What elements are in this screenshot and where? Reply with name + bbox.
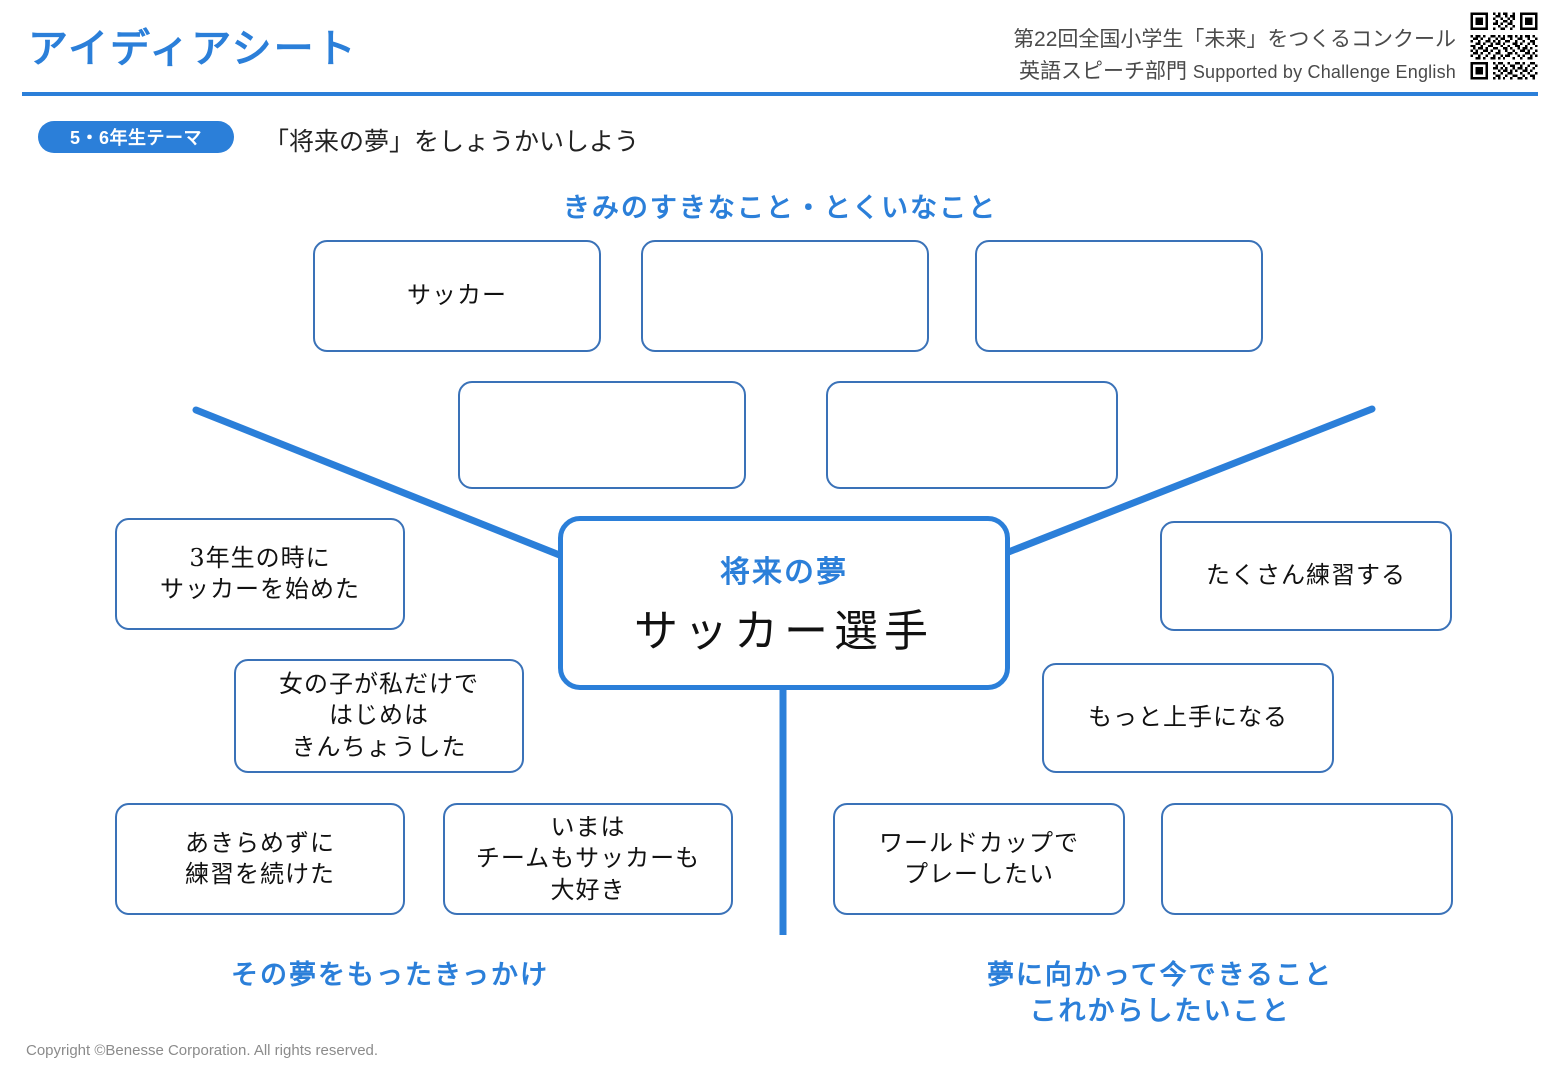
contest-category-label: 英語スピーチ部門 xyxy=(1018,59,1187,83)
connector-right-diagonal xyxy=(1002,405,1376,557)
dream-center-box[interactable]: 将来の夢 サッカー選手 xyxy=(558,516,1010,690)
like-box-3[interactable] xyxy=(975,240,1263,352)
goal-box-1[interactable]: たくさん練習する xyxy=(1160,521,1452,631)
caption-future-actions: 夢に向かって今できること これからしたいこと xyxy=(986,960,1334,1027)
trigger-box-3-text: あきらめずに 練習を続けた xyxy=(185,828,335,888)
theme-statement: 「将来の夢」をしょうかいしよう xyxy=(264,128,640,156)
like-box-4[interactable] xyxy=(458,381,746,489)
contest-category: 英語スピーチ部門 Supported by Challenge English xyxy=(1013,56,1456,88)
goal-box-4[interactable] xyxy=(1161,803,1453,915)
contest-name: 第22回全国小学生「未来」をつくるコンクール xyxy=(1013,28,1456,51)
contest-info: 第22回全国小学生「未来」をつくるコンクール 英語スピーチ部門 Supporte… xyxy=(1013,24,1456,87)
like-box-1[interactable]: サッカー xyxy=(313,240,601,352)
trigger-box-4[interactable]: いまは チームもサッカーも 大好き xyxy=(443,803,733,915)
goal-box-2[interactable]: もっと上手になる xyxy=(1042,663,1334,773)
dream-label: 将来の夢 xyxy=(720,556,848,589)
qr-code-icon xyxy=(1468,10,1540,82)
like-box-2[interactable] xyxy=(641,240,929,352)
trigger-box-2-text: 女の子が私だけで はじめは きんちょうした xyxy=(279,670,479,761)
grade-theme-badge: 5・6年生テーマ xyxy=(38,121,234,153)
trigger-box-1[interactable]: 3年生の時に サッカーを始めた xyxy=(115,518,405,630)
trigger-box-3[interactable]: あきらめずに 練習を続けた xyxy=(115,803,405,915)
trigger-box-4-text: いまは チームもサッカーも 大好き xyxy=(475,813,701,904)
copyright-notice: Copyright ©Benesse Corporation. All righ… xyxy=(26,1042,379,1059)
page-title: アイディアシート xyxy=(28,27,358,71)
caption-dream-trigger: その夢をもったきっかけ xyxy=(231,960,549,990)
connector-left-diagonal xyxy=(192,406,566,560)
like-box-5[interactable] xyxy=(826,381,1118,489)
like-box-1-text: サッカー xyxy=(407,281,507,310)
goal-box-3[interactable]: ワールドカップで プレーしたい xyxy=(833,803,1125,915)
trigger-box-1-text: 3年生の時に サッカーを始めた xyxy=(160,543,360,603)
dream-value: サッカー選手 xyxy=(634,606,934,657)
goal-box-3-text: ワールドカップで プレーしたい xyxy=(879,828,1079,888)
goal-box-1-text: たくさん練習する xyxy=(1206,561,1406,590)
contest-sponsor-label: Supported by Challenge English xyxy=(1192,61,1456,82)
goal-box-2-text: もっと上手になる xyxy=(1088,703,1288,732)
header-divider xyxy=(22,92,1538,96)
trigger-box-2[interactable]: 女の子が私だけで はじめは きんちょうした xyxy=(234,659,524,773)
caption-likes-strengths: きみのすきなこと・とくいなこと xyxy=(562,193,998,223)
